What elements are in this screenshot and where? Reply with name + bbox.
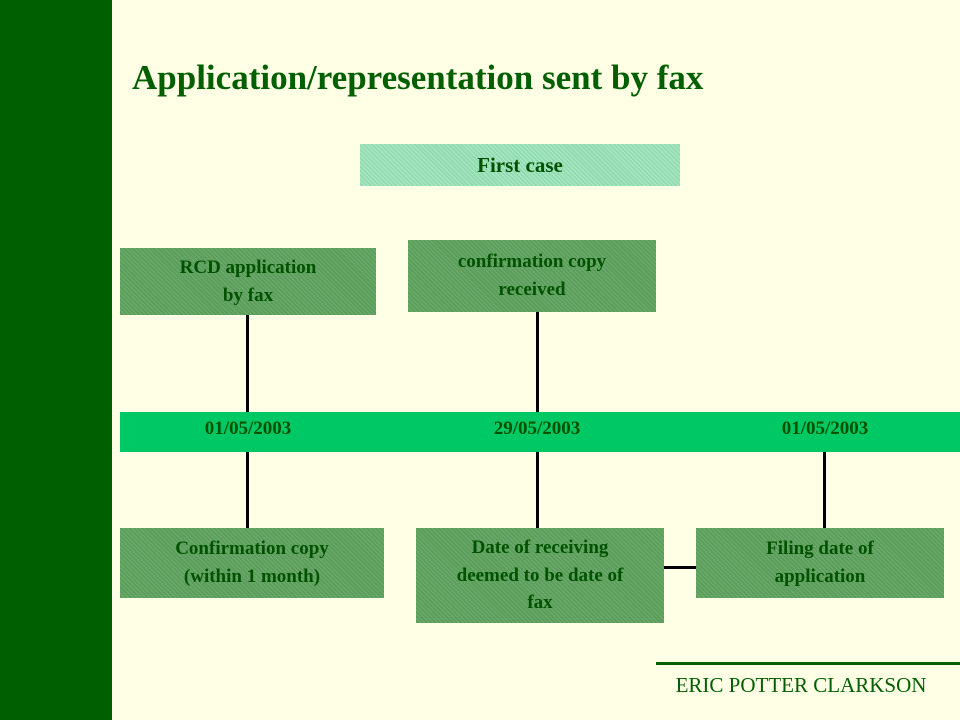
slide-title: Application/representation sent by fax [132,58,704,97]
connector-line-horizontal [664,566,696,569]
footer-divider [656,662,960,665]
timeline-date-1: 01/05/2003 [204,418,292,439]
connector-line-confirmation-copy [246,452,249,528]
confirmation-received-box: confirmation copy received [408,240,656,312]
connector-line-confirmation-received [536,312,539,412]
first-case-box: First case [360,144,680,186]
connector-line-filing-date [823,452,826,528]
connector-line-rcd [246,315,249,412]
date-of-receiving-box: Date of receiving deemed to be date of f… [416,528,664,623]
timeline-bar [120,412,960,452]
confirmation-copy-box: Confirmation copy (within 1 month) [120,528,384,598]
filing-date-box: Filing date of application [696,528,944,598]
rcd-application-box: RCD application by fax [120,248,376,315]
footer-company-name: ERIC POTTER CLARKSON [675,673,927,697]
timeline-date-3: 01/05/2003 [781,418,869,439]
connector-line-date-of-receiving [536,452,539,528]
timeline-date-2: 29/05/2003 [493,418,581,439]
left-sidebar-bar [0,0,112,720]
